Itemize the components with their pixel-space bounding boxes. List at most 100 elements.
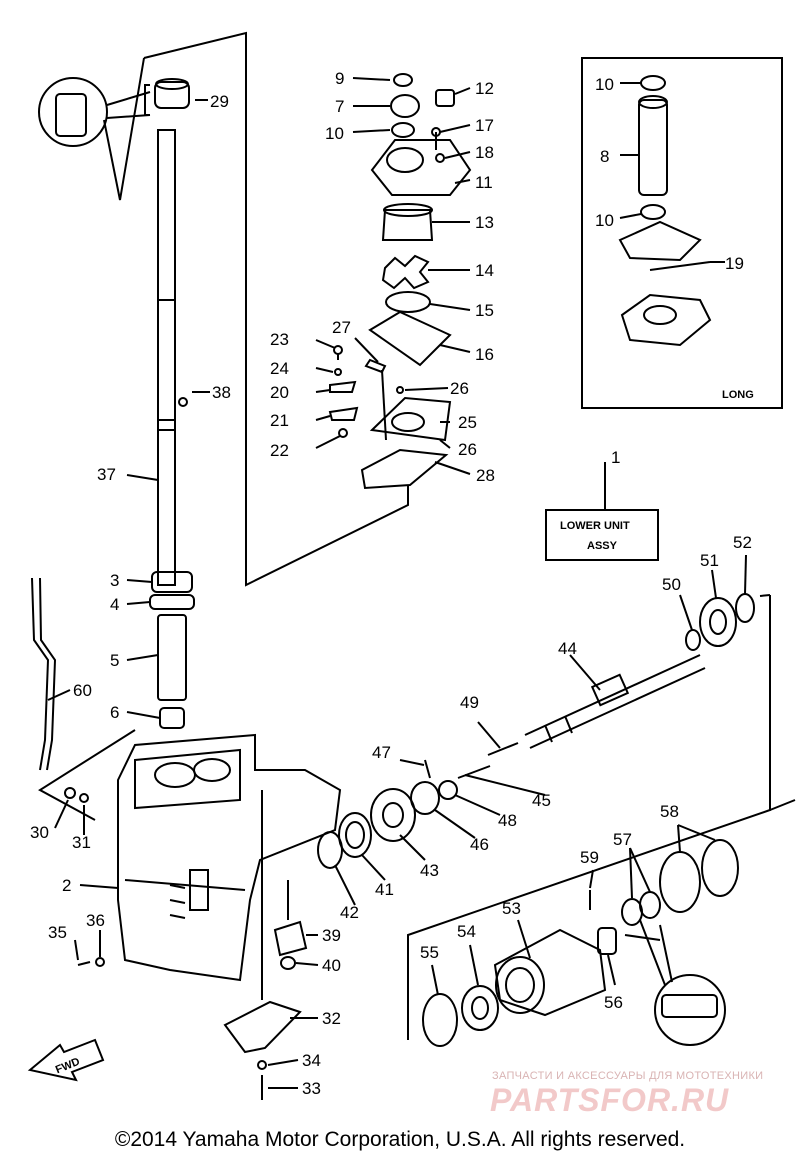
part-55-o-ring xyxy=(422,993,458,1047)
detail-magnifier-57 xyxy=(654,974,726,1046)
callout-56: 56 xyxy=(604,993,623,1012)
part-14-impeller xyxy=(381,254,430,290)
part-50-shim xyxy=(685,629,701,651)
callout-1: 1 xyxy=(611,448,620,467)
inset-label-long: LONG xyxy=(722,389,754,401)
water-pump-group xyxy=(315,73,472,490)
fwd-label: FWD xyxy=(54,1056,82,1077)
part-30-plug xyxy=(64,787,76,799)
callout-34: 34 xyxy=(302,1051,321,1070)
part-52-shim xyxy=(735,593,755,623)
callout-57: 57 xyxy=(613,830,632,849)
copyright-text: ©2014 Yamaha Motor Corporation, U.S.A. A… xyxy=(114,1128,686,1151)
part-54-seal xyxy=(461,985,499,1031)
callout-60: 60 xyxy=(73,681,92,700)
callout-6: 6 xyxy=(110,703,119,722)
part-35-bolt xyxy=(77,961,91,966)
part-58-o-ring xyxy=(659,851,701,913)
callout-23: 23 xyxy=(270,330,289,349)
callout-45: 45 xyxy=(532,791,551,810)
part-48-clip xyxy=(438,780,458,800)
inset-callout-8: 8 xyxy=(600,147,609,166)
callout-36: 36 xyxy=(86,911,105,930)
inset-callout-10b: 10 xyxy=(595,211,614,230)
inset-long-box xyxy=(581,57,783,409)
callout-30: 30 xyxy=(30,823,49,842)
part-21-clamp xyxy=(328,406,359,421)
callout-4: 4 xyxy=(110,595,119,614)
callout-11: 11 xyxy=(475,173,493,192)
callout-17: 17 xyxy=(475,116,494,135)
callout-41: 41 xyxy=(375,880,394,899)
part-43-forward-gear xyxy=(370,788,416,842)
part-44-propeller-shaft xyxy=(524,654,701,736)
part-4-shim xyxy=(149,594,195,610)
assy-label-box xyxy=(545,509,659,561)
callout-43: 43 xyxy=(420,861,439,880)
part-13-insert-cartridge xyxy=(381,209,434,241)
part-47-pin xyxy=(424,759,431,779)
callout-10: 10 xyxy=(325,124,344,143)
part-2-lower-case xyxy=(117,733,342,982)
callout-32: 32 xyxy=(322,1009,341,1028)
inset-callout-10a: 10 xyxy=(595,75,614,94)
group-frame-lower-right xyxy=(407,595,771,1040)
callout-21: 21 xyxy=(270,411,289,430)
gear-case-group xyxy=(38,729,342,1100)
drive-shaft-group xyxy=(31,77,210,771)
part-11-pump-housing xyxy=(370,139,472,196)
propeller-shaft-group xyxy=(317,554,755,906)
part-41-bearing xyxy=(338,812,372,858)
inset-long-parts xyxy=(618,75,725,347)
callout-49: 49 xyxy=(460,693,479,712)
callout-28: 28 xyxy=(476,466,495,485)
part-12-grommet xyxy=(435,89,455,107)
callout-58: 58 xyxy=(660,802,679,821)
callout-26a: 26 xyxy=(450,379,469,398)
callout-33: 33 xyxy=(302,1079,321,1098)
callout-42: 42 xyxy=(340,903,359,922)
assy-label-line1: LOWER UNIT xyxy=(560,520,630,532)
inset-part-8-sleeve xyxy=(638,99,668,196)
part-32-anode xyxy=(223,1000,302,1054)
part-45-spring xyxy=(457,765,491,779)
callout-3: 3 xyxy=(110,571,119,590)
part-16-outer-plate xyxy=(368,310,452,367)
part-42-shim xyxy=(317,831,343,869)
detail-magnifier-29 xyxy=(38,77,108,147)
callout-7: 7 xyxy=(335,97,344,116)
callout-40: 40 xyxy=(322,956,341,975)
callout-53: 53 xyxy=(502,899,521,918)
callout-37: 37 xyxy=(97,465,116,484)
part-7-seal xyxy=(390,94,420,118)
inset-callout-19: 19 xyxy=(725,254,744,273)
part-40-nut xyxy=(280,956,296,970)
callout-39: 39 xyxy=(322,926,341,945)
callout-25: 25 xyxy=(458,413,477,432)
callout-14: 14 xyxy=(475,261,494,280)
callout-24: 24 xyxy=(270,359,289,378)
callout-46: 46 xyxy=(470,835,489,854)
part-56-needle-bearing xyxy=(597,927,617,955)
callout-50: 50 xyxy=(662,575,681,594)
callout-52: 52 xyxy=(733,533,752,552)
part-6-bearing xyxy=(159,707,185,729)
part-31-gasket xyxy=(79,793,89,803)
callout-55: 55 xyxy=(420,943,439,962)
part-20-clamp xyxy=(329,380,357,393)
callout-31: 31 xyxy=(72,833,91,852)
callout-16: 16 xyxy=(475,345,494,364)
callout-20: 20 xyxy=(270,383,289,402)
callout-5: 5 xyxy=(110,651,119,670)
callout-47: 47 xyxy=(372,743,391,762)
callout-2: 2 xyxy=(62,876,71,895)
part-39-pinion xyxy=(273,920,308,957)
part-57-oil-seal xyxy=(621,898,643,926)
assy-label-line2: ASSY xyxy=(587,540,618,552)
group-frame-upper xyxy=(143,31,409,587)
part-28-gasket xyxy=(360,448,449,490)
part-9-o-ring xyxy=(393,73,413,87)
propeller-housing-group xyxy=(422,824,739,1047)
part-36-washer xyxy=(95,957,105,967)
